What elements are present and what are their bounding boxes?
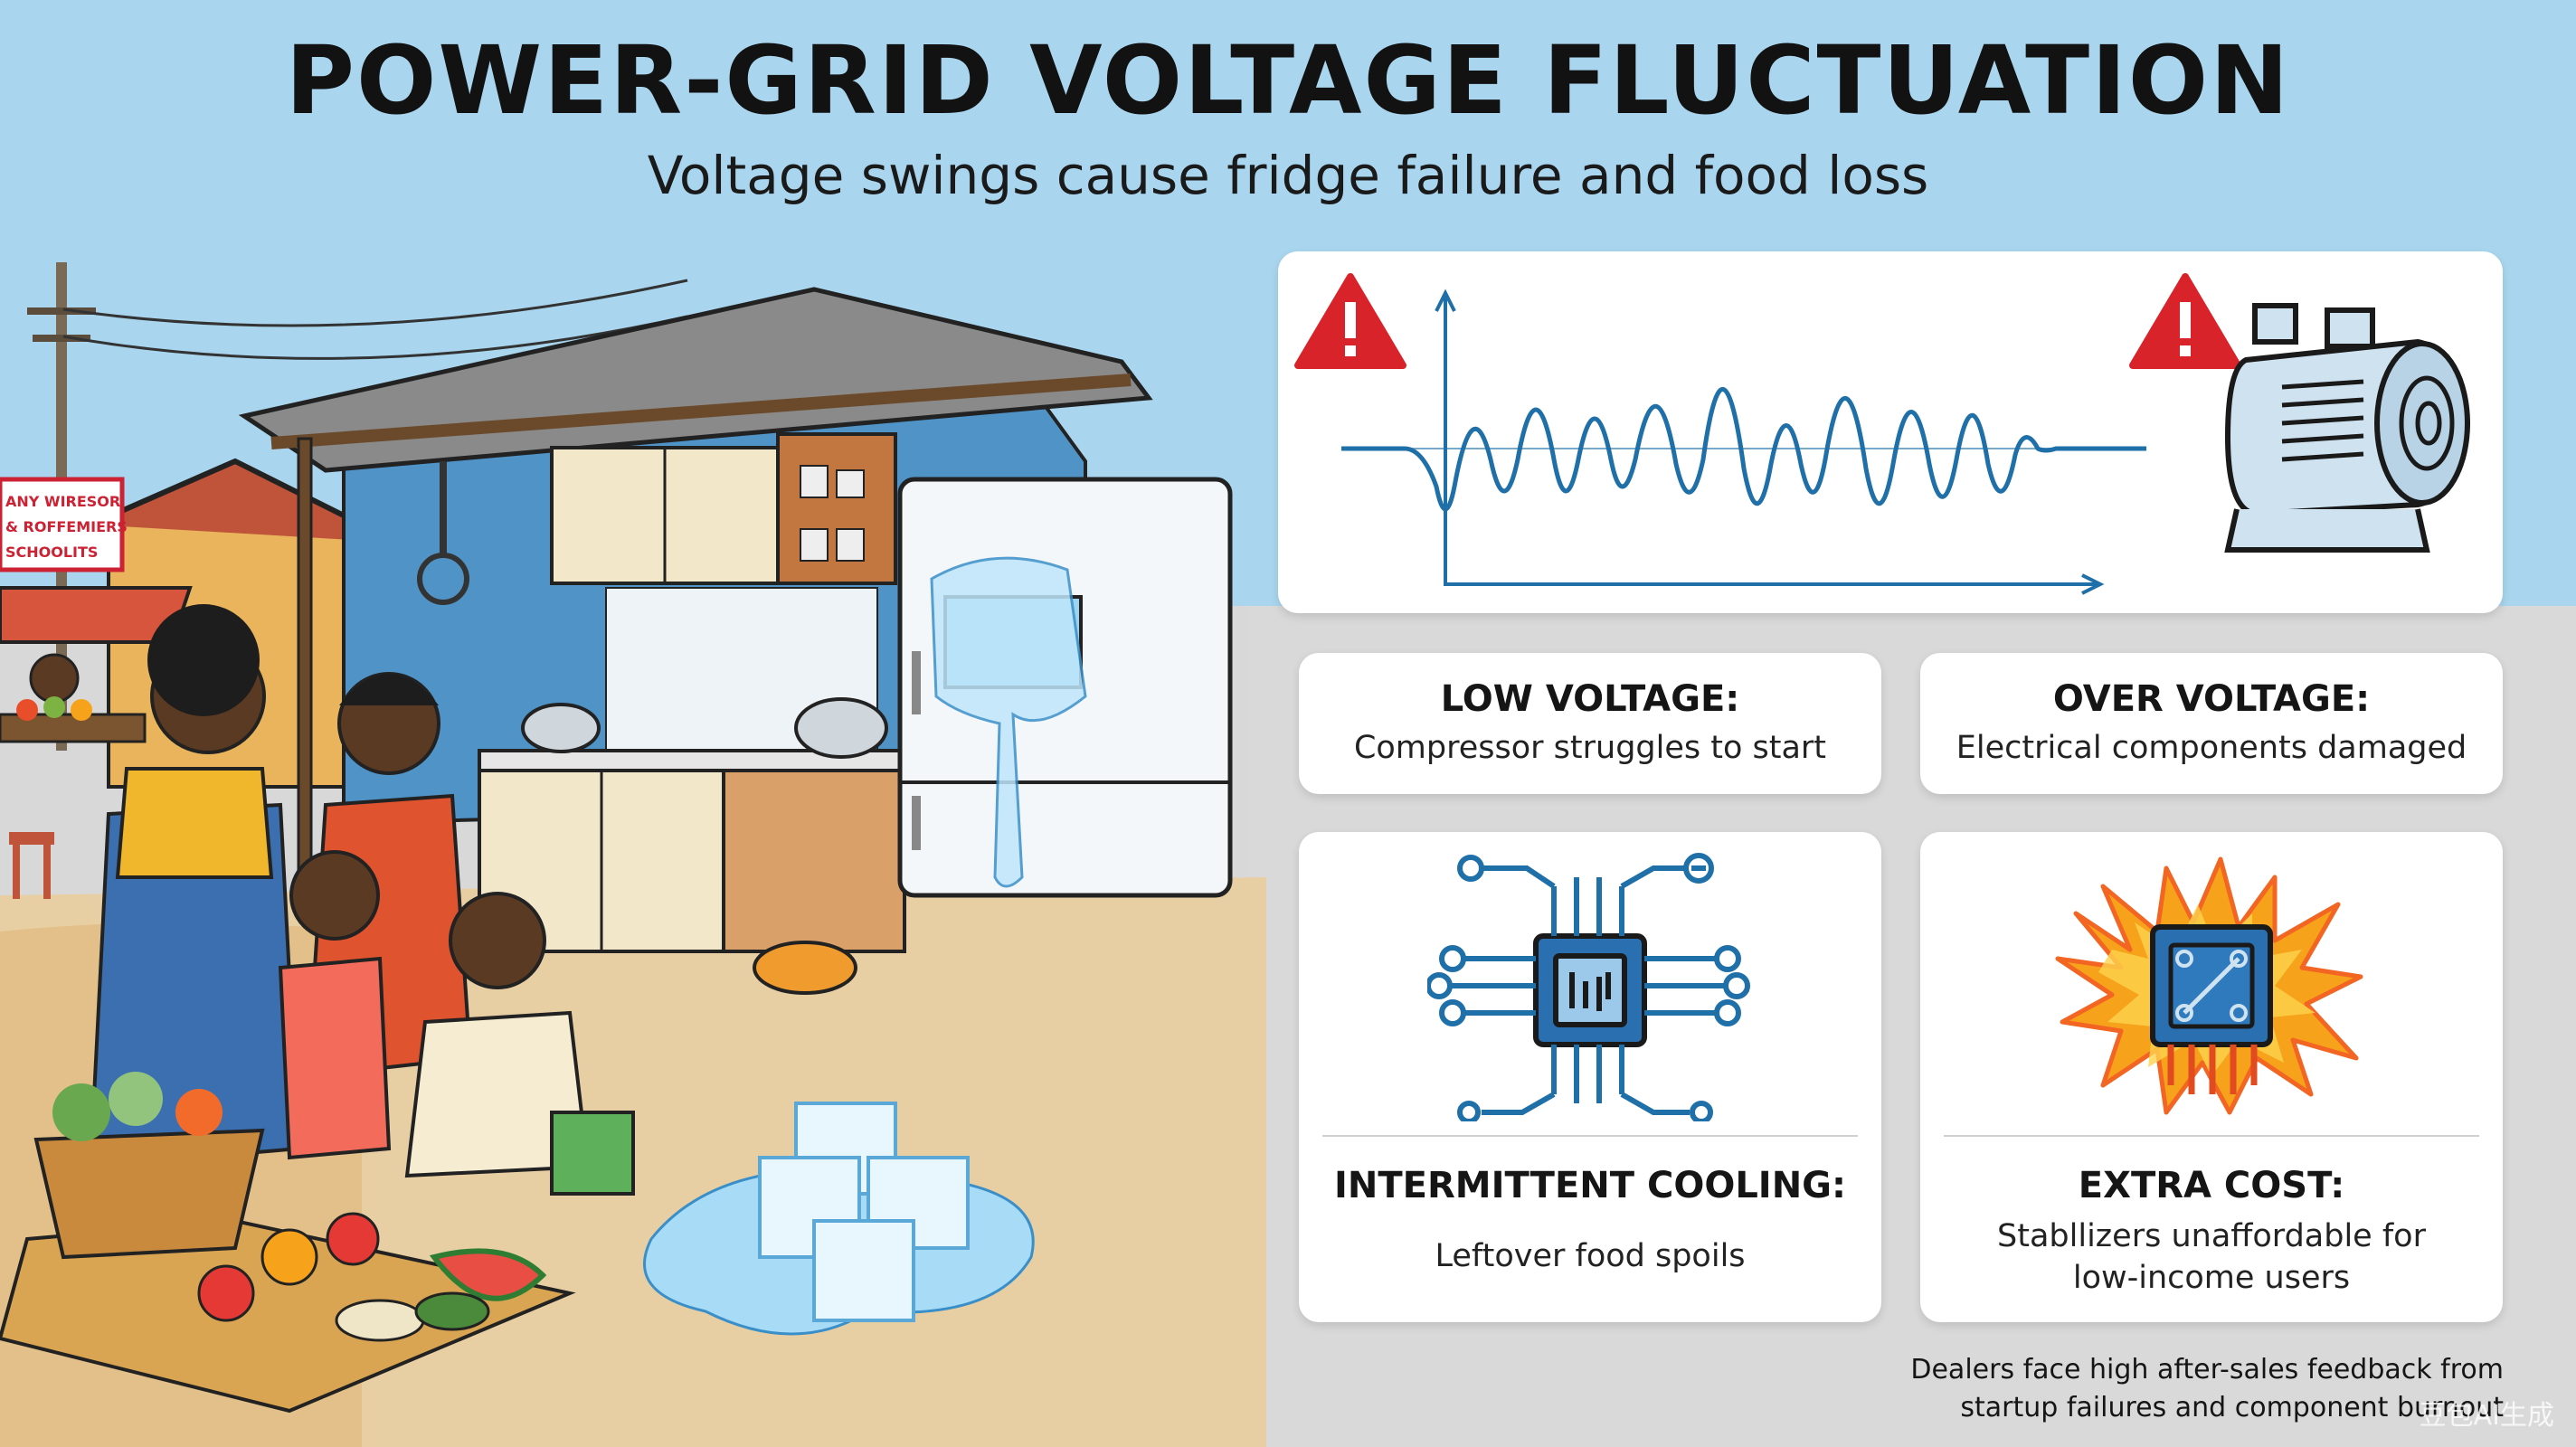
watermark: 豆包AI生成 [2419,1400,2554,1432]
extra-cost-heading: EXTRA COST: [2078,1165,2345,1206]
burning-chip-icon [2055,856,2363,1115]
card-divider [1944,1135,2479,1137]
card-divider [1322,1135,1858,1137]
extra-cost-text-line-2: low-income users [2072,1260,2351,1296]
waveform-graphic [1294,273,2471,595]
low-voltage-text: Compressor struggles to start [1353,730,1827,766]
dealer-footnote: Dealers face high after-sales feedback f… [1852,1351,2504,1427]
compressor-motor-icon [2224,303,2471,553]
intermittent-cooling-card: INTERMITTENT COOLING: Leftover food spoi… [1299,832,1881,1322]
shop-sign-line-1: ANY WIRESOR [5,493,120,510]
extra-cost-text-line-1: Stabllizers unaffordable for [1997,1218,2426,1254]
kitchen-cabinets [478,432,906,995]
low-voltage-card: LOW VOLTAGE: Compressor struggles to sta… [1299,653,1881,794]
page-subtitle: Voltage swings cause fridge failure and … [647,145,1929,206]
voltage-waveform-panel [1278,251,2503,613]
shop-sign-line-2: & ROFFEMIERS [5,518,128,535]
extra-cost-card: EXTRA COST: Stabllizers unaffordable for… [1920,832,2503,1322]
footnote-line-2: startup failures and component burnout [1960,1392,2504,1423]
intermittent-cooling-text: Leftover food spoils [1435,1238,1746,1274]
page-title: POWER-GRID VOLTAGE FLUCTUATION [285,25,2291,136]
produce-basket [0,1072,576,1414]
circuit-chip-icon [1427,853,1750,1121]
over-voltage-text: Electrical components damaged [1956,730,2467,766]
shop-sign-line-3: SCHOOLITS [5,544,98,561]
extra-cost-text: Stabllizers unaffordable for low-income … [1920,1215,2503,1299]
intermittent-cooling-heading: INTERMITTENT COOLING: [1334,1165,1846,1206]
voltage-wave-line [1341,387,2146,512]
kitchen-scene-illustration: ANY WIRESOR & ROFFEMIERS SCHOOLITS [0,262,1266,1447]
left-warning-icon [1294,273,1406,369]
melting-ice-puddle [643,1102,1035,1336]
worried-family [88,604,635,1196]
chart-axes [1341,288,2146,595]
footnote-line-1: Dealers face high after-sales feedback f… [1910,1354,2504,1386]
low-voltage-heading: LOW VOLTAGE: [1440,678,1740,720]
over-voltage-card: OVER VOLTAGE: Electrical components dama… [1920,653,2503,794]
right-warning-icon [2129,273,2241,369]
over-voltage-heading: OVER VOLTAGE: [2052,678,2371,720]
melting-fridge [897,477,1233,898]
